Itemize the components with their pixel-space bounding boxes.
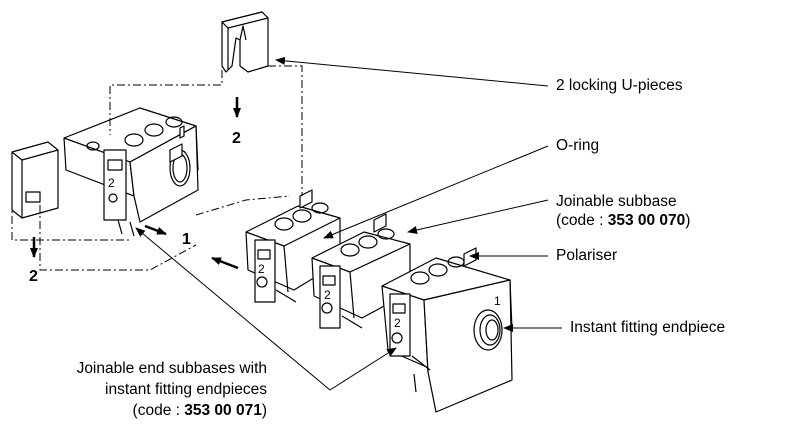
leader-subbase (407, 199, 549, 234)
leader-lines (135, 56, 562, 391)
callout-subbase-title: Joinable subbase (556, 193, 677, 210)
callout-u-pieces: 2 locking U-pieces (556, 77, 683, 94)
port-label-2b: 2 (258, 262, 265, 276)
subbase-code-value: 353 00 070 (607, 212, 686, 229)
step-1-main: 1 (182, 231, 191, 248)
callout-end-subbases-line2: instant fitting endpieces (105, 381, 267, 398)
end-subbases-code-prefix: (code : (132, 402, 185, 419)
callout-end-subbases-line1: Joinable end subbases with (76, 360, 267, 377)
port-label-2c: 2 (324, 288, 331, 302)
arrow-left-1 (211, 256, 239, 270)
end-subbase-right (381, 247, 513, 413)
leader-end-subbase-left (135, 227, 331, 391)
end-subbases-code-suffix: ) (261, 402, 267, 419)
callout-o-ring: O-ring (556, 137, 600, 154)
end-subbase-left (63, 107, 199, 237)
callout-end-subbases-code: (code : 353 00 071) (133, 401, 267, 420)
port-label-2a: 2 (108, 176, 115, 190)
port-label-1: 1 (494, 294, 501, 308)
step-2-left: 2 (29, 268, 38, 285)
u-piece-top (221, 11, 269, 73)
callout-subbase-code: (code : 353 00 070) (556, 211, 690, 230)
port-label-2d: 2 (394, 316, 401, 330)
cover-piece-left (11, 141, 59, 219)
step-2-top: 2 (232, 130, 241, 147)
leader-o-ring (323, 145, 549, 239)
assembly-guides (11, 65, 303, 271)
end-subbases-code-value: 353 00 071 (184, 402, 262, 419)
subbase-code-suffix: ) (685, 212, 691, 229)
motion-arrows (30, 97, 241, 270)
subbase-code-prefix: (code : (556, 212, 608, 229)
callout-polariser: Polariser (556, 247, 618, 264)
leader-end-subbase-right (329, 347, 397, 391)
leader-u-pieces (275, 56, 549, 87)
callout-instant-endpiece: Instant fitting endpiece (570, 319, 726, 336)
arrow-right-1 (144, 224, 167, 236)
